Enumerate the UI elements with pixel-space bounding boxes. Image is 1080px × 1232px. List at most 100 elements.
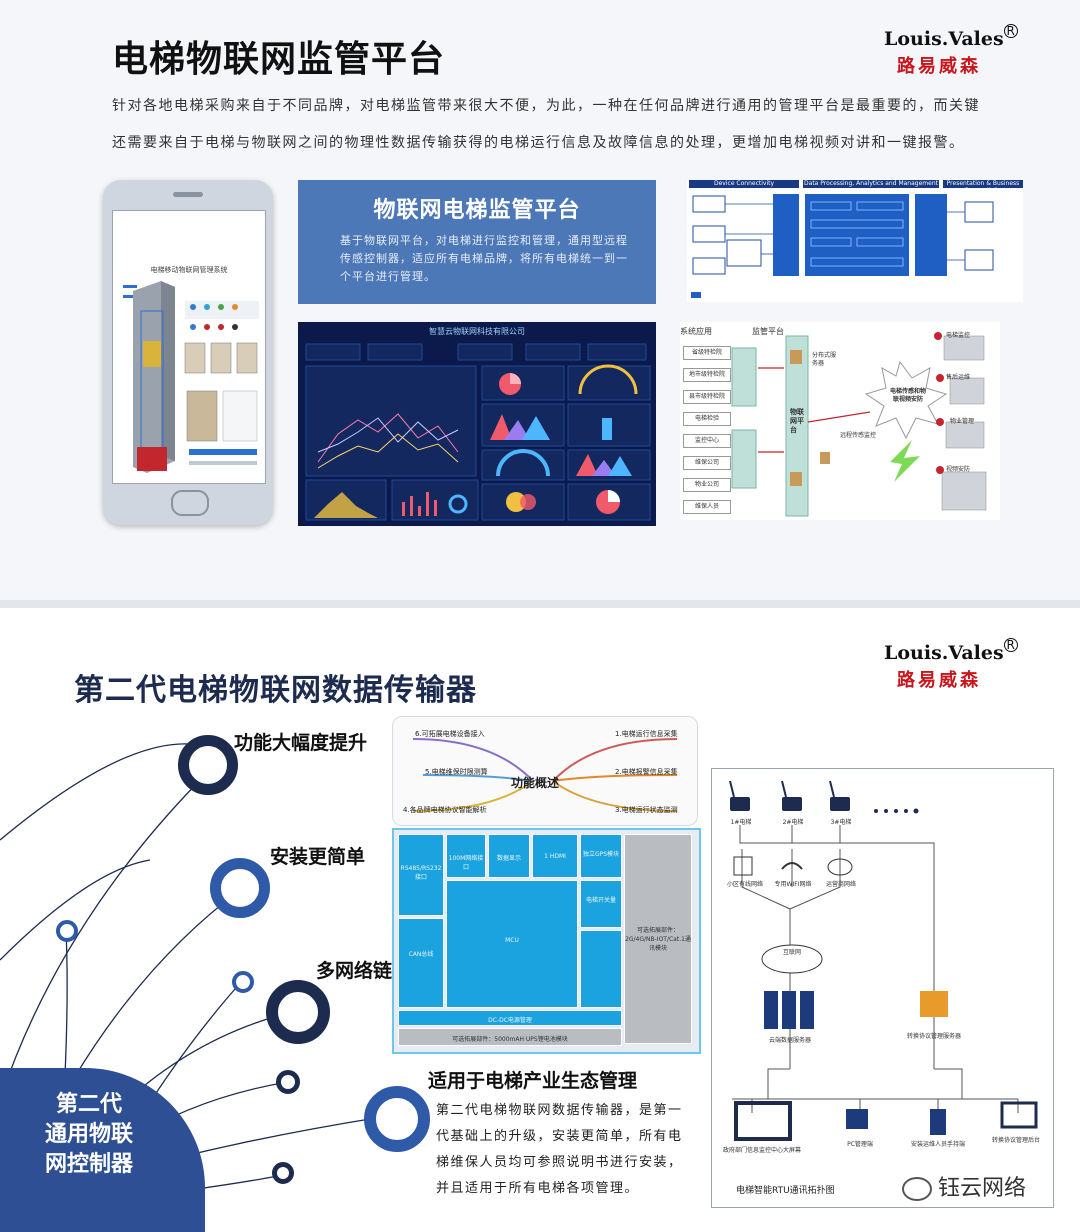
hardware-cell: 数据显示	[488, 834, 530, 878]
topology-col-title: 系统应用	[680, 327, 712, 336]
topology-graphics	[731, 332, 987, 517]
app-item: 物业公司	[683, 478, 731, 492]
hardware-cell: CAN总线	[398, 918, 444, 1008]
watermark: 钰云网络	[902, 1170, 1026, 1202]
function-mindmap: 功能概述 6.可拓展电梯设备接入 1.电梯运行信息采集 5.电梯维保时限测算 2…	[392, 716, 698, 826]
intro-line: 还需要来自于电梯与物联网之间的物理性数据传输获得的电梯运行信息及故障信息的处理，…	[112, 135, 965, 151]
network-label: 专用WIFI网络	[774, 881, 812, 888]
ring-icon	[178, 735, 238, 795]
app-item: 省级特检院	[683, 346, 731, 360]
hardware-cell: RS485/RS232接口	[398, 834, 444, 916]
ring-icon	[276, 1070, 300, 1094]
app-item: 维保公司	[683, 456, 731, 470]
mindmap-item: 4.各品牌电梯协议智能解析	[403, 806, 487, 814]
brand-logo: Louis.Vales R 路易威森	[884, 638, 1018, 692]
intro-line: 针对各地电梯采购来自于不同品牌，对电梯监管带来很大不便，为此，一种在任何品牌进行…	[112, 98, 980, 114]
ring-icon	[266, 980, 330, 1044]
hardware-cell: 电梯开关量	[580, 880, 622, 928]
hardware-cell: 可选拓展部件：2G/4G/NB-IOT/Cat.1通讯模块	[624, 834, 692, 1044]
elevator-shaft-illustration	[123, 281, 259, 473]
hardware-cell: 1 HDMI	[532, 834, 578, 878]
mindmap-item: 1.电梯运行信息采集	[615, 730, 678, 738]
app-item: 县市级特检院	[683, 390, 731, 404]
badge-line: 通用物联	[44, 1122, 133, 1147]
mindmap-branches	[412, 738, 678, 812]
monitoring-dashboard: 智慧云物联网科技有限公司	[298, 322, 656, 526]
client-label: 安装运维人员手持端	[910, 1141, 965, 1148]
logo-chinese: 路易威森	[897, 670, 981, 691]
ecosystem-title: 适用于电梯产业生态管理	[428, 1070, 638, 1092]
arch-header: Data Processing, Analytics and Managemen…	[803, 180, 939, 188]
hardware-cell: DC-DC电源管理	[398, 1010, 622, 1026]
sensor-label: 远程传感监控	[840, 432, 877, 439]
hardware-cell: 可选拓展部件：5000mAH UPS锂电池模块	[398, 1028, 622, 1046]
badge-line: 第二代	[55, 1092, 122, 1117]
client-label: PC管理端	[847, 1141, 873, 1148]
arch-header: Device Connectivity	[689, 180, 799, 188]
ring-icon	[272, 1162, 294, 1184]
elevator-label: 2#电梯	[782, 819, 804, 826]
logo-chinese: 路易威森	[897, 56, 981, 77]
transmitter-title: 第二代电梯物联网数据传输器	[74, 673, 477, 708]
center-label: 电梯传感和物联视频安防	[889, 388, 926, 403]
app-category: 售后运维	[946, 374, 971, 381]
camera-icon	[173, 192, 203, 197]
mindmap-item: 2.电梯报警信息采集	[615, 768, 678, 776]
internet-label: 互联网	[782, 949, 801, 956]
registered-mark: R	[1003, 24, 1018, 38]
feature-label: 安装更简单	[270, 846, 366, 868]
hardware-cell: MCU	[446, 880, 578, 1008]
server-label: 云端数据服务器	[768, 1037, 811, 1044]
hardware-block-diagram: RS485/RS232接口 CAN总线 100M网络接口 数据显示 1 HDMI…	[392, 828, 701, 1054]
wechat-icon	[902, 1177, 932, 1201]
registered-mark: R	[1003, 638, 1018, 652]
client-label: 政府部门信息监控中心大屏幕	[722, 1147, 801, 1154]
platform-title: 电梯物联网监管平台	[112, 39, 446, 80]
app-category: 物业管理	[950, 418, 975, 425]
mindmap-item: 6.可拓展电梯设备接入	[415, 730, 485, 738]
ring-icon	[56, 920, 78, 942]
architecture-graphics	[691, 194, 994, 298]
dashboard-title: 智慧云物联网科技有限公司	[429, 327, 525, 336]
badge-line: 网控制器	[44, 1152, 133, 1177]
ecosystem-description: 第二代电梯物联网数据传输器，是第一代基础上的升级，安装更简单，所有电梯维保人员均…	[436, 1103, 683, 1196]
app-item: 地市级特检院	[683, 368, 731, 382]
server-label: 转换协议管理服务器	[906, 1033, 961, 1040]
feature-label: 多网络链接	[316, 960, 412, 982]
platform-panel: 物联网电梯监管平台 基于物联网平台，对电梯进行监控和管理，通用型远程传感控制器，…	[298, 180, 656, 304]
mindmap-item: 3.电梯运行状态监测	[615, 806, 678, 814]
app-item: 监控中心	[683, 434, 731, 448]
section-divider	[0, 600, 1080, 608]
platform-label: 物联网平台	[790, 408, 804, 434]
feature-label: 功能大幅度提升	[234, 732, 368, 754]
hardware-cell: 100M网络接口	[446, 834, 486, 878]
mindmap-item: 5.电梯维保时限测算	[425, 768, 488, 776]
hardware-cell	[580, 930, 622, 1008]
logo-english: Louis.Vales	[884, 642, 1004, 664]
app-item: 电梯检验	[683, 412, 731, 426]
ring-icon	[364, 1086, 430, 1152]
system-topology: 系统应用 监管平台 省级特检院 地市级特检院 县市级特检院 电梯检验 监控中心 …	[680, 322, 1000, 520]
rtu-graphics	[729, 780, 1038, 1141]
phone-app-title: 电梯移动物联网管理系统	[150, 266, 228, 274]
panel-title: 物联网电梯监管平台	[373, 198, 581, 223]
watermark-text: 钰云网络	[938, 1176, 1027, 1201]
app-item: 维保人员	[683, 500, 731, 514]
app-category: 电梯监控	[946, 332, 971, 339]
rtu-caption: 电梯智能RTU通讯拓扑图	[736, 1186, 835, 1196]
app-category: 视频安防	[946, 466, 971, 473]
brand-logo: Louis.Vales R 路易威森	[884, 24, 1018, 78]
network-label: 小区有线网络	[726, 881, 763, 888]
phone-screen: 电梯移动物联网管理系统	[112, 210, 266, 484]
arch-header: Presentation & Business Connectivity	[943, 180, 1023, 194]
ring-icon	[232, 971, 254, 993]
panel-description: 基于物联网平台，对电梯进行监控和管理，通用型远程传感控制器，适应所有电梯品牌，将…	[340, 234, 628, 283]
server-label: 分布式服务器	[812, 352, 837, 367]
dashboard-graphics	[305, 343, 651, 521]
topology-col-title: 监管平台	[752, 327, 784, 336]
platform-intro: 针对各地电梯采购来自于不同品牌，对电梯监管带来很大不便，为此，一种在任何品牌进行…	[112, 88, 1027, 162]
phone-mockup: 电梯移动物联网管理系统	[103, 180, 273, 525]
logo-english: Louis.Vales	[884, 28, 1004, 50]
hardware-cell: 独立GPS模块	[580, 834, 622, 878]
elevator-label: 3#电梯	[830, 819, 852, 826]
